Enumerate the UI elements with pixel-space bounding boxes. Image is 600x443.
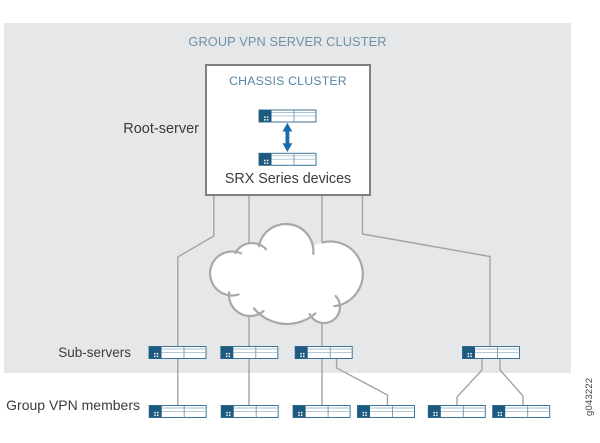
srx-device-icon-subserver-2 — [220, 346, 279, 359]
srx-device-icon-subserver-3 — [294, 346, 353, 359]
srx-series-devices-caption: SRX Series devices — [224, 171, 352, 187]
panel-title: GROUP VPN SERVER CLUSTER — [188, 33, 387, 49]
link-subserver-4-to-member-6 — [499, 358, 524, 405]
srx-device-icon-member-3 — [292, 405, 351, 418]
srx-device-icon-member-5 — [427, 405, 486, 418]
network-cloud — [209, 222, 364, 326]
srx-device-icon-chassis-node-0 — [258, 109, 317, 123]
link-subserver-3-to-member-4 — [335, 358, 389, 405]
root-server-label: Root-server — [123, 121, 199, 137]
group-vpn-members-label: Group VPN members — [6, 397, 140, 413]
link-root-to-subserver-4 — [361, 196, 491, 346]
link-subserver-4-to-member-5 — [456, 358, 483, 405]
srx-device-icon-subserver-4 — [462, 346, 520, 359]
srx-device-icon-member-2 — [220, 405, 279, 418]
srx-device-icon-member-6 — [492, 405, 551, 418]
sub-servers-label: Sub-servers — [58, 345, 131, 360]
figure-id-label: g043222 — [584, 377, 595, 416]
srx-device-icon-subserver-1 — [148, 346, 207, 359]
srx-device-icon-member-1 — [148, 405, 207, 418]
cluster-link-arrow-icon — [282, 122, 293, 152]
srx-device-icon-chassis-node-1 — [258, 152, 317, 166]
link-root-to-subserver-1 — [177, 196, 215, 346]
srx-device-icon-member-4 — [357, 405, 415, 418]
chassis-cluster-title: CHASSIS CLUSTER — [229, 73, 347, 88]
